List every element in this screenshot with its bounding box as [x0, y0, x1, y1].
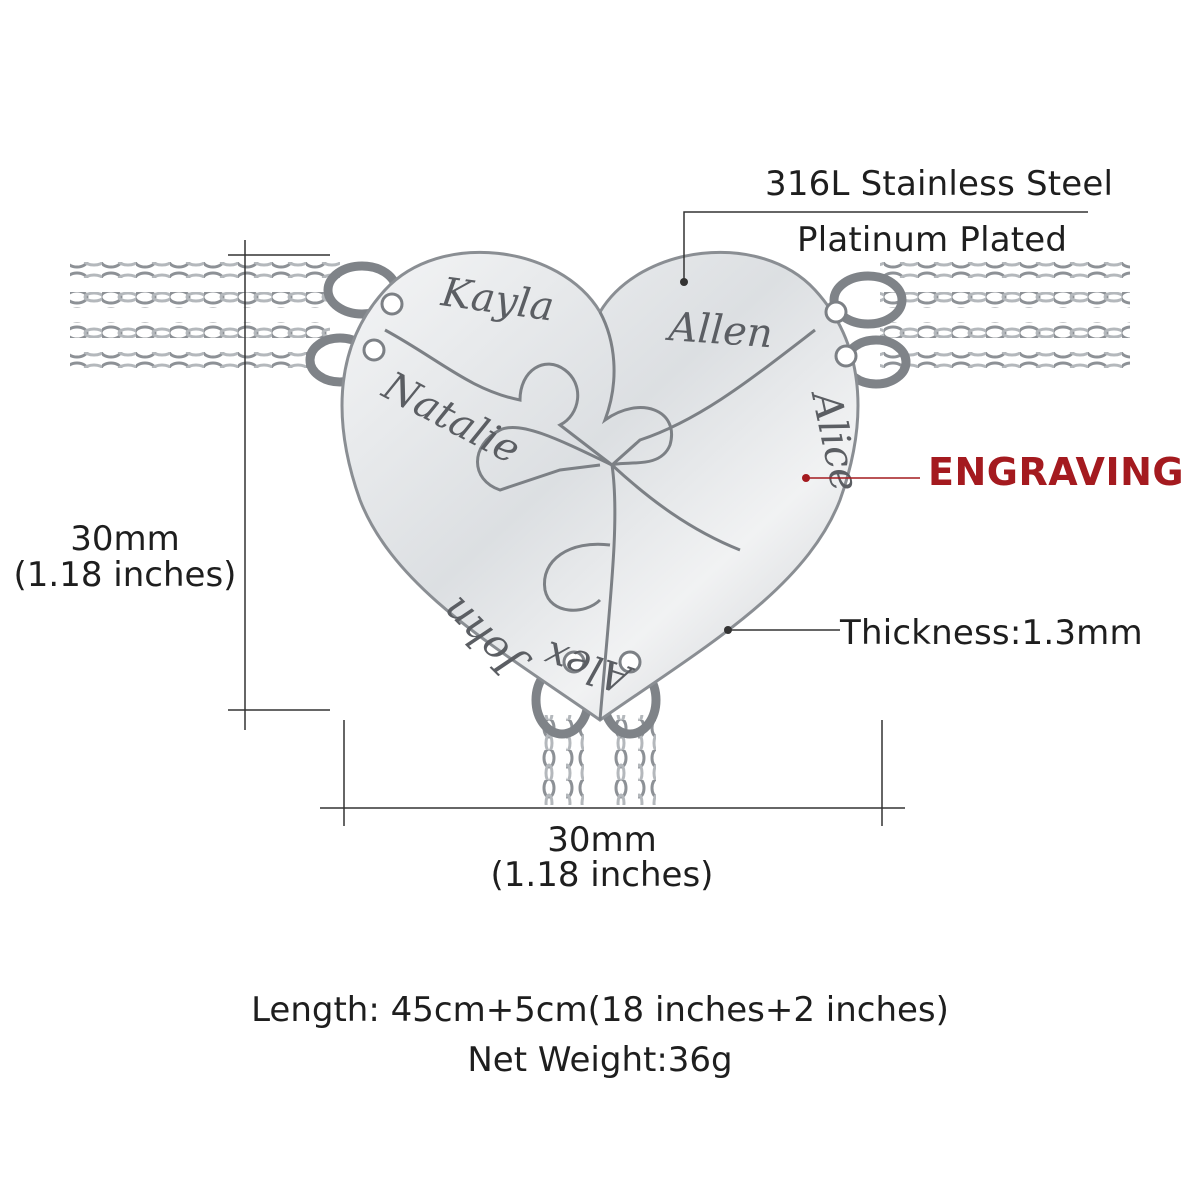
callout-leaders: [683, 211, 1088, 631]
chain-strand: [566, 715, 584, 805]
chain-strand: [70, 352, 310, 368]
plating-label: Platinum Plated: [797, 220, 1068, 260]
pendant-hole: [618, 650, 642, 674]
chain-strand: [880, 352, 1130, 368]
width-dimension-mm: 30mm: [547, 820, 657, 860]
chain-strand: [880, 292, 1130, 308]
pendant-hole: [562, 650, 586, 674]
height-dimension-mm: 30mm: [70, 519, 180, 559]
chain-strand: [880, 322, 1130, 338]
pendant-hole: [380, 292, 404, 316]
chain-strand: [540, 715, 558, 805]
puzzle-seam: [611, 328, 816, 467]
material-leader-dot: [680, 278, 688, 286]
chain-strand: [880, 262, 1130, 278]
heart-pendant: Kayla Allen Natalie Alice John Alex: [340, 250, 868, 722]
dimension-lines: [228, 240, 905, 826]
puzzle-seam: [610, 463, 741, 552]
chain-strand: [70, 322, 330, 338]
chains-right: [880, 262, 1130, 368]
weight-spec: Net Weight:36g: [467, 1040, 733, 1080]
thickness-label: Thickness:1.3mm: [840, 613, 1143, 653]
pendant-hole: [362, 338, 386, 362]
engraving-leader-dot: [802, 474, 810, 482]
width-dimension-inches: (1.18 inches): [490, 855, 714, 895]
puzzle-seam: [598, 464, 617, 721]
puzzle-seam: [542, 542, 611, 612]
puzzle-seams: [384, 311, 816, 721]
material-label: 316L Stainless Steel: [765, 164, 1114, 204]
puzzle-seam: [384, 328, 613, 467]
chain-strand: [70, 262, 340, 278]
engraved-name: Allen: [663, 304, 774, 357]
chain-strand: [70, 292, 330, 308]
pendant-hole: [834, 344, 858, 368]
height-dimension-inches: (1.18 inches): [13, 555, 237, 595]
length-spec: Length: 45cm+5cm(18 inches+2 inches): [251, 990, 949, 1030]
thickness-leader-dot: [724, 626, 732, 634]
engraving-label: ENGRAVING: [928, 450, 1185, 494]
chain-strand: [638, 715, 656, 805]
chains-left: [70, 262, 340, 368]
puzzle-seam: [476, 425, 613, 492]
pendant-hole: [824, 300, 848, 324]
pendant-holes: [362, 292, 858, 674]
material-leader: [683, 211, 1088, 282]
puzzle-seam: [598, 311, 673, 467]
jump-ring: [829, 271, 907, 329]
